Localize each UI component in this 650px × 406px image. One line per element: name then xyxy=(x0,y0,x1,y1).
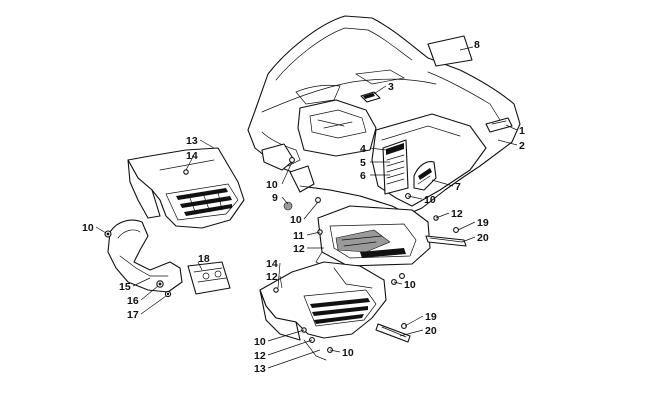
callout-10: 10 xyxy=(342,347,354,359)
callout-labels: 8 3 1 2 4 5 6 7 10 12 19 20 10 9 10 11 1… xyxy=(82,39,525,375)
callout-4: 4 xyxy=(360,143,366,155)
callout-12: 12 xyxy=(451,208,463,220)
callout-5: 5 xyxy=(360,157,366,169)
callout-12: 12 xyxy=(254,350,266,362)
callout-19: 19 xyxy=(477,217,489,229)
callout-10: 10 xyxy=(404,279,416,291)
leader-lines xyxy=(95,46,518,369)
center-footwell xyxy=(315,205,431,273)
callout-10: 10 xyxy=(266,179,278,191)
callout-12: 12 xyxy=(266,271,278,283)
lower-footwell xyxy=(259,261,387,361)
callout-11: 11 xyxy=(293,230,304,242)
callout-20: 20 xyxy=(425,325,437,337)
left-footwell xyxy=(127,147,245,229)
callout-15: 15 xyxy=(119,281,131,293)
footrest-lower xyxy=(375,323,411,343)
mounting-bracket xyxy=(187,261,231,295)
footrest-upper xyxy=(425,227,467,247)
callout-9: 9 xyxy=(272,192,278,204)
callout-8: 8 xyxy=(474,39,480,51)
callout-1: 1 xyxy=(519,125,525,137)
vent-grille xyxy=(413,161,437,191)
callout-6: 6 xyxy=(360,170,366,182)
callout-7: 7 xyxy=(455,181,461,193)
callout-10: 10 xyxy=(424,194,436,206)
callout-2: 2 xyxy=(519,140,525,152)
callout-10: 10 xyxy=(82,222,94,234)
callout-19: 19 xyxy=(425,311,437,323)
callout-14: 14 xyxy=(186,150,198,162)
warning-decal xyxy=(382,139,409,195)
callout-18: 18 xyxy=(198,253,210,265)
top-decal xyxy=(360,91,381,103)
callout-3: 3 xyxy=(388,81,394,93)
splash-guard xyxy=(104,219,183,293)
name-decal xyxy=(427,35,473,67)
callout-10: 10 xyxy=(254,336,266,348)
callout-13: 13 xyxy=(254,363,266,375)
screw-set xyxy=(156,280,172,298)
callout-13: 13 xyxy=(186,135,198,147)
callout-10: 10 xyxy=(290,214,302,226)
callout-16: 16 xyxy=(127,295,139,307)
rear-fender-body xyxy=(247,15,521,215)
callout-14: 14 xyxy=(266,258,278,270)
callout-12: 12 xyxy=(293,243,305,255)
callout-20: 20 xyxy=(477,232,489,244)
callout-17: 17 xyxy=(127,309,139,321)
